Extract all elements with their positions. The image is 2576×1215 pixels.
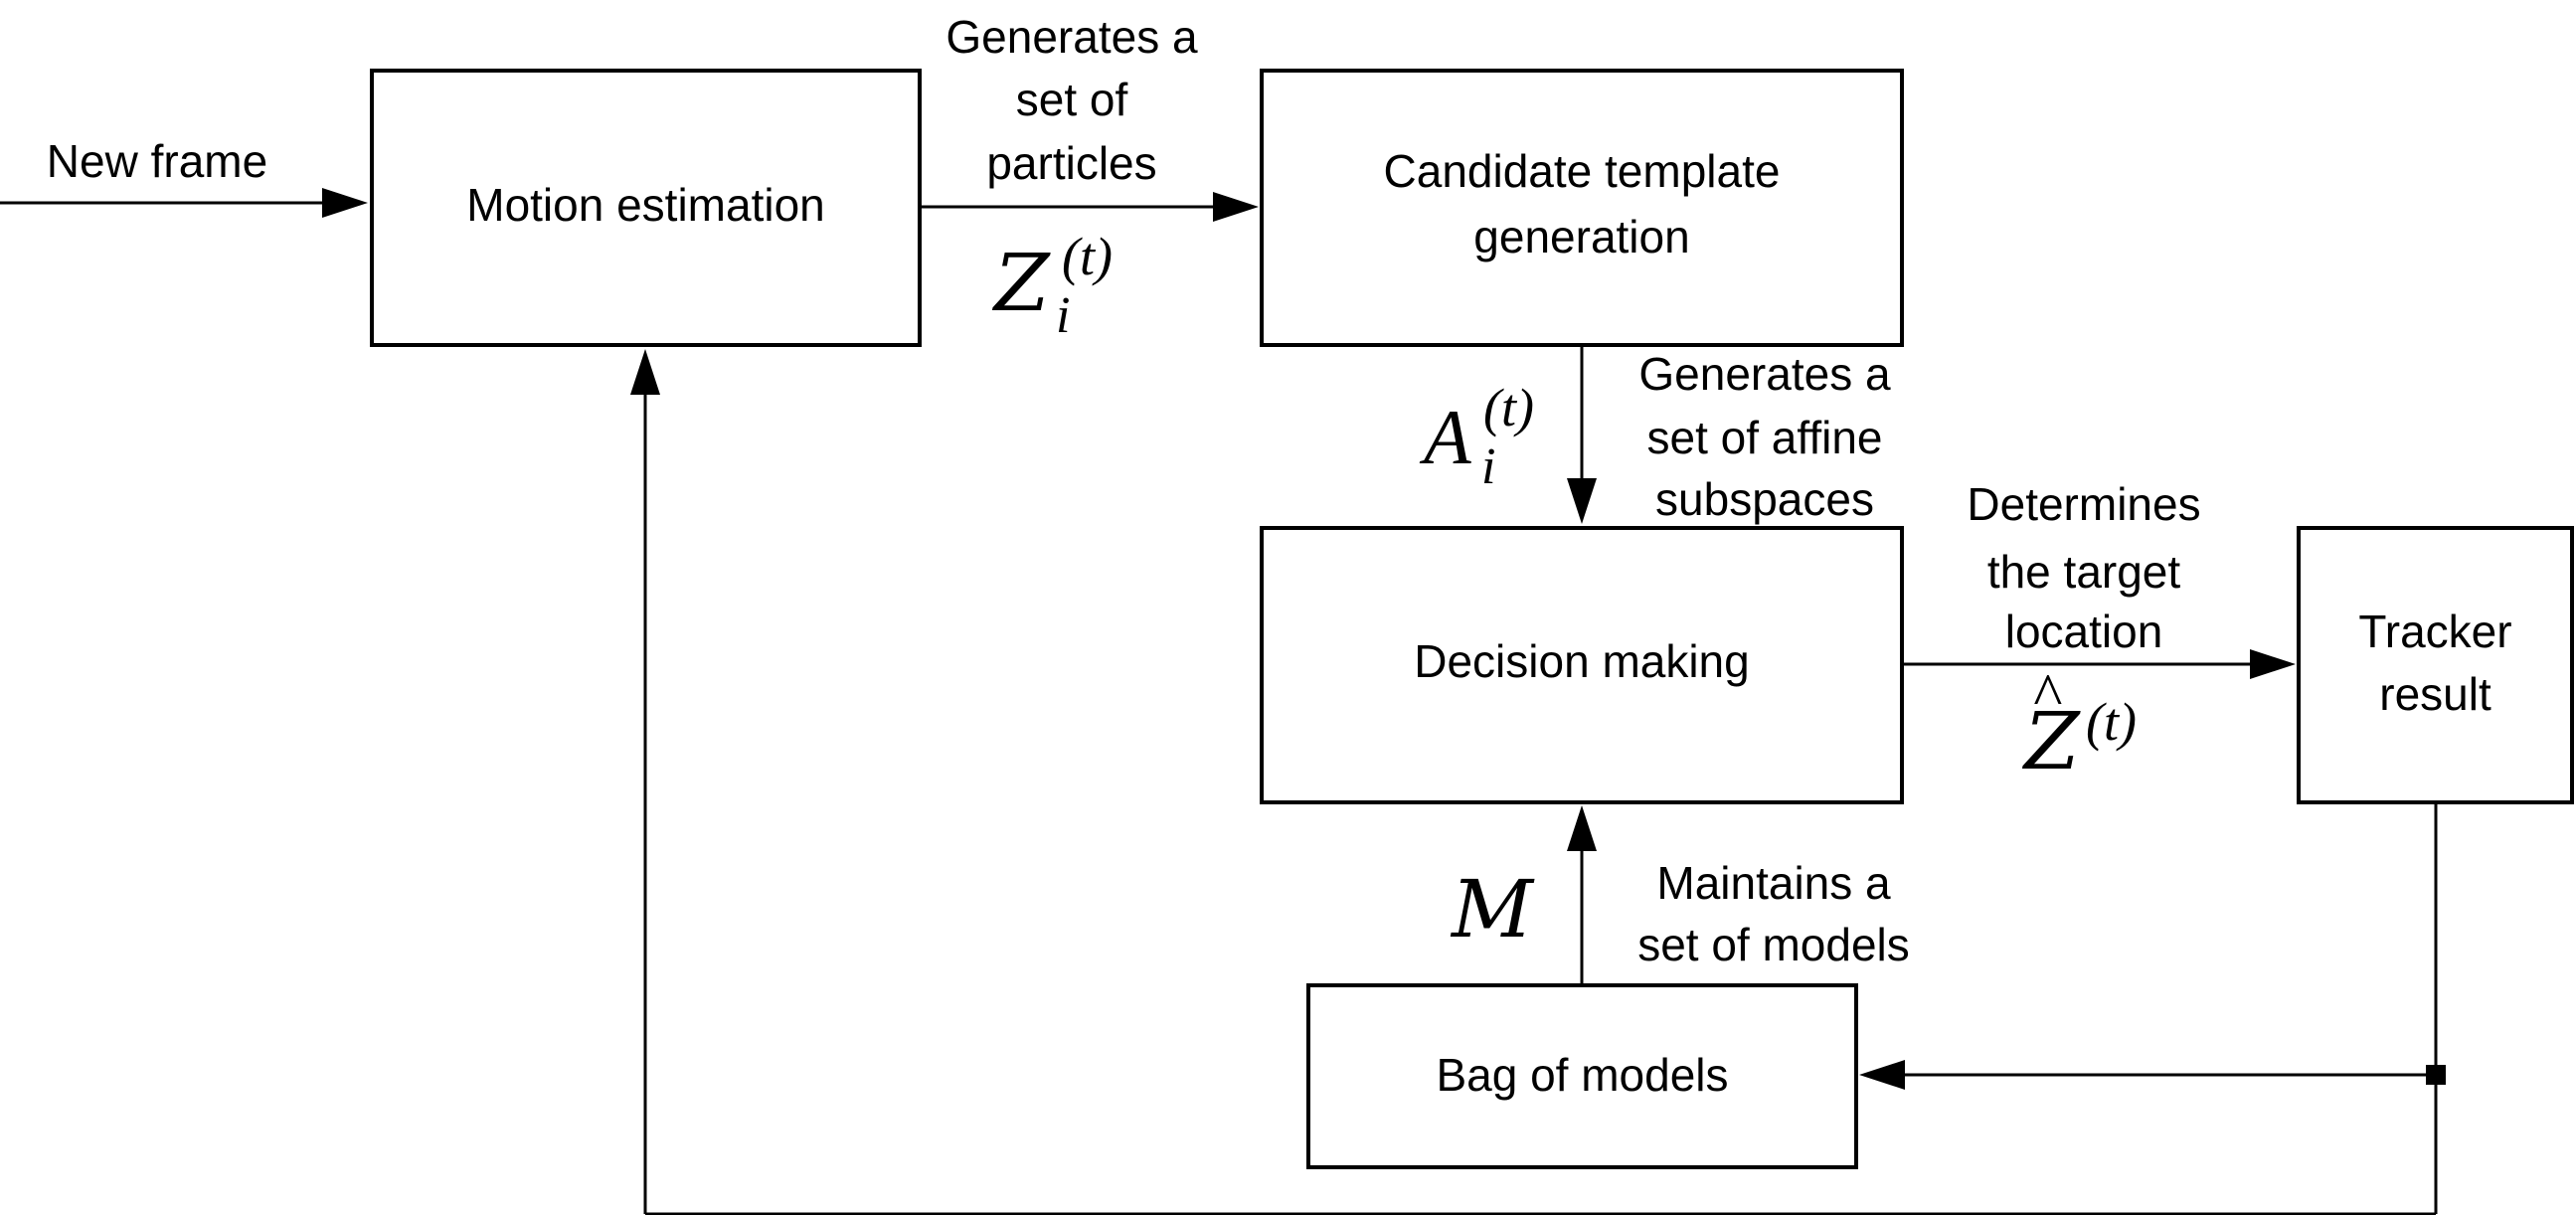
tracker-result-node: Tracker result <box>2297 526 2574 804</box>
arrowhead <box>1213 192 1259 222</box>
target-symbol: Z ^ (t) <box>2021 662 2137 787</box>
bag-of-models-node: Bag of models <box>1306 983 1858 1169</box>
particles-label-line3: particles <box>986 137 1156 189</box>
arrowhead <box>322 188 368 218</box>
new-frame-label: New frame <box>47 135 267 187</box>
edge-maintains-models: Maintains a set of models M <box>1450 805 1910 985</box>
tracker-result-label-line2: result <box>2379 668 2491 720</box>
models-symbol: M <box>1450 863 1535 955</box>
candidate-template-label-line1: Candidate template <box>1384 145 1781 197</box>
decision-making-node: Decision making <box>1260 526 1904 804</box>
symbol-superscript: (t) <box>1062 227 1113 286</box>
arrowhead <box>1567 805 1597 851</box>
symbol-base: A <box>1419 394 1471 480</box>
particles-symbol: Z (t) i <box>991 227 1113 344</box>
edge-feedback <box>630 349 2446 1215</box>
affine-label-line3: subspaces <box>1655 473 1874 525</box>
target-label-line3: location <box>2005 606 2163 657</box>
edge-new-frame: New frame <box>0 135 368 218</box>
tracker-result-label-line1: Tracker <box>2358 606 2511 657</box>
bag-of-models-label: Bag of models <box>1436 1049 1728 1101</box>
symbol-hat: ^ <box>2032 662 2062 730</box>
arrowhead <box>630 349 660 395</box>
candidate-template-node: Candidate template generation <box>1260 69 1904 347</box>
target-label-line1: Determines <box>1967 478 2200 530</box>
decision-making-label: Decision making <box>1414 635 1749 687</box>
target-label-line2: the target <box>1987 546 2181 598</box>
motion-estimation-node: Motion estimation <box>370 69 922 347</box>
symbol-base: Z <box>991 237 1051 329</box>
models-label-line1: Maintains a <box>1656 857 1891 909</box>
models-label-line2: set of models <box>1637 919 1910 970</box>
symbol-subscript: i <box>1481 438 1495 495</box>
affine-symbol: A (t) i <box>1419 378 1534 495</box>
affine-label-line1: Generates a <box>1638 348 1891 400</box>
motion-estimation-label: Motion estimation <box>466 179 825 231</box>
arrowhead <box>1567 478 1597 524</box>
edge-affine: Generates a set of affine subspaces A (t… <box>1419 345 1891 525</box>
arrowhead <box>1859 1060 1905 1090</box>
edge-target-location: Determines the target location Z ^ (t) <box>1902 478 2296 787</box>
candidate-template-label-line2: generation <box>1473 211 1689 262</box>
arrowhead <box>2250 649 2296 679</box>
edge-particles: Generates a set of particles Z (t) i <box>920 11 1259 344</box>
symbol-subscript: i <box>1056 287 1070 344</box>
affine-label-line2: set of affine <box>1647 412 1883 463</box>
particles-label-line1: Generates a <box>945 11 1198 63</box>
symbol-base: Z <box>2021 695 2081 787</box>
symbol-superscript: (t) <box>1483 378 1534 437</box>
particles-label-line2: set of <box>1016 74 1128 125</box>
symbol-superscript: (t) <box>2086 692 2137 752</box>
